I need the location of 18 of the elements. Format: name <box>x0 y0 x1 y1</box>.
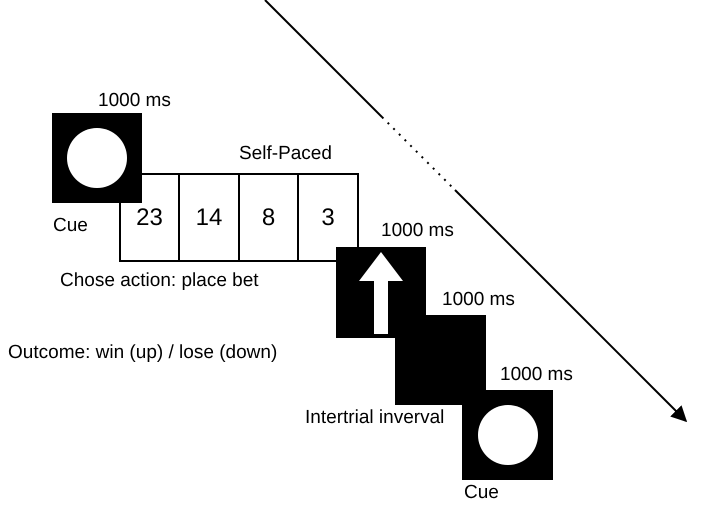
phase-label: Cue <box>464 482 499 504</box>
stimulus-screen <box>462 390 553 480</box>
options-panel <box>119 143 359 262</box>
number-option: 8 <box>238 173 299 262</box>
phase-label: Cue <box>53 215 88 237</box>
duration-label: 1000 ms <box>500 364 573 386</box>
panel-heading: Self-Paced <box>239 143 332 165</box>
number-option: 3 <box>297 173 359 262</box>
number-option: 14 <box>178 173 240 262</box>
phase-label: Outcome: win (up) / lose (down) <box>8 342 278 364</box>
duration-label: 1000 ms <box>442 289 515 311</box>
stimulus-screen <box>52 113 142 203</box>
stimulus-screen <box>395 315 486 405</box>
stimulus-screen <box>336 247 426 338</box>
phase-label: Intertrial inverval <box>305 407 444 429</box>
duration-label: Chose action: place bet <box>60 270 259 292</box>
duration-label: 1000 ms <box>381 220 454 242</box>
duration-label: 1000 ms <box>98 90 171 112</box>
